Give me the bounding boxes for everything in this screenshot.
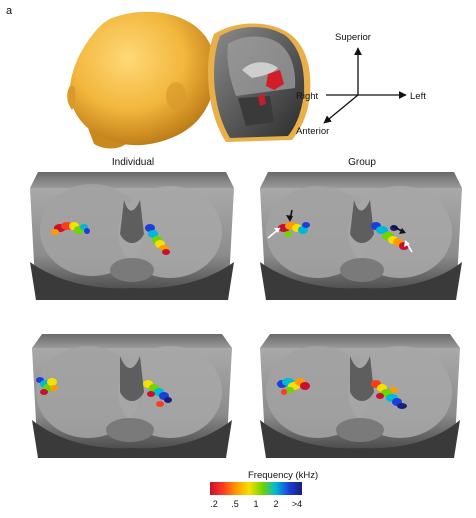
axis-label-superior: Superior bbox=[335, 32, 371, 43]
colorbar-tick: 2 bbox=[273, 499, 278, 509]
mri-block-group-bottom bbox=[260, 334, 460, 458]
axis-label-left: Left bbox=[410, 91, 426, 102]
brainstem-highlight bbox=[266, 70, 284, 90]
panel-label: a bbox=[6, 5, 13, 17]
orientation-axes: Superior Right Left Anterior bbox=[296, 32, 426, 137]
mri-block-individual-bottom bbox=[32, 334, 232, 458]
mri-block-group-top bbox=[260, 172, 462, 300]
column-title-group: Group bbox=[348, 157, 376, 168]
colorbar-tick: 1 bbox=[253, 499, 258, 509]
annotation-arrows bbox=[267, 209, 413, 253]
head-rendering bbox=[67, 11, 216, 149]
axis-label-anterior: Anterior bbox=[296, 126, 329, 137]
activation-cluster-group-top-right bbox=[278, 222, 310, 237]
sagittal-mri-slice bbox=[208, 23, 311, 142]
activation-cluster-individual-bottom-right bbox=[36, 377, 58, 395]
colorbar-ticks: .2 .5 1 2 >4 bbox=[210, 499, 302, 509]
colorbar-tick: .2 bbox=[210, 499, 218, 509]
colorbar-tick: .5 bbox=[231, 499, 239, 509]
colorbar-strip bbox=[210, 482, 302, 495]
activation-cluster-group-bottom-right bbox=[277, 378, 310, 395]
column-title-individual: Individual bbox=[112, 157, 154, 168]
activation-cluster-individual-top-right bbox=[51, 222, 90, 235]
colorbar-tick: >4 bbox=[292, 499, 302, 509]
activation-cluster-individual-bottom-left bbox=[143, 380, 172, 407]
activation-cluster-group-bottom-left bbox=[371, 380, 407, 409]
activation-cluster-individual-top-left bbox=[145, 224, 170, 255]
axis-label-right: Right bbox=[296, 91, 319, 102]
colorbar-title: Frequency (kHz) bbox=[248, 470, 318, 481]
mri-block-individual-top bbox=[30, 172, 234, 300]
colorbar: Frequency (kHz) .2 .5 1 2 >4 bbox=[210, 470, 318, 509]
